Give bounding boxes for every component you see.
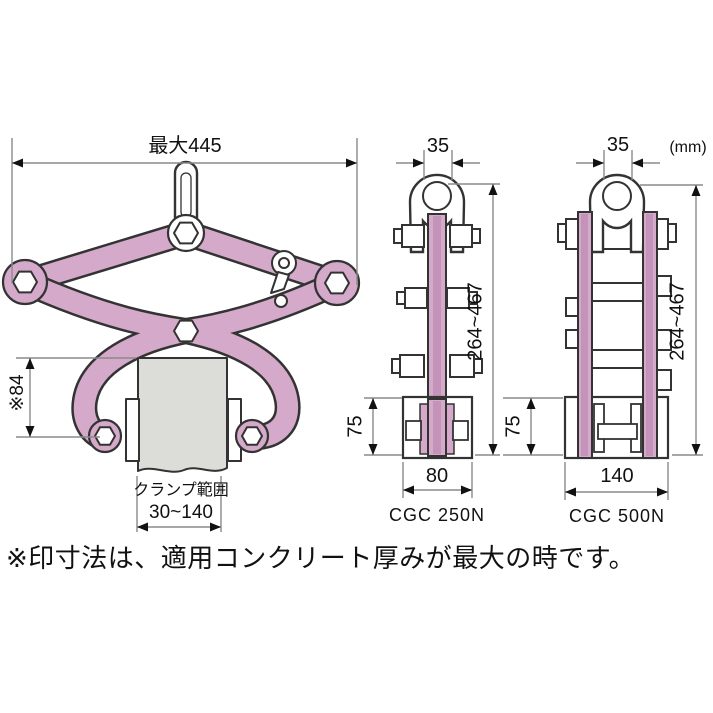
- top-plate-500-nut-right: [667, 223, 677, 243]
- arm-bar-500-right-seam: [646, 214, 653, 456]
- clamp-range-value: 30~140: [149, 502, 213, 523]
- base-250-nut-right: [452, 420, 469, 441]
- base-height-250-label: 75: [344, 415, 367, 438]
- model-500-name: CGC 500N: [568, 506, 666, 526]
- right-jaw-arm: [14, 271, 299, 448]
- base-width-250-label: 80: [425, 465, 449, 487]
- shackle-500-hole: [602, 181, 632, 211]
- grip-depth-dim-label: ※84: [7, 374, 29, 412]
- shackle-250-hole: [422, 181, 452, 211]
- side-view-500-drawing: [557, 173, 677, 460]
- unit-note: (mm): [669, 139, 707, 156]
- shackle-width-500-label: 35: [606, 134, 630, 156]
- rungs-500: [565, 275, 672, 391]
- max-width-dim-label: 最大445: [148, 135, 222, 157]
- height-range-500-label: 264~467: [666, 282, 689, 361]
- side-view-250-drawing: [391, 173, 483, 460]
- base-250-nut-left: [405, 420, 422, 441]
- arm-bar-250-lower-seam: [433, 401, 441, 454]
- top-plate-500-nut-left: [557, 223, 567, 243]
- base-height-500-label: 75: [502, 415, 525, 438]
- clamp-range-label: クランプ範囲: [133, 482, 229, 499]
- left-jaw-arm: [73, 272, 348, 448]
- base-width-500-label: 140: [600, 465, 634, 487]
- shackle-width-250-label: 35: [426, 135, 450, 157]
- concrete-block: [137, 357, 228, 473]
- arm-bar-250-seam: [433, 216, 441, 397]
- model-250-name: CGC 250N: [388, 505, 486, 525]
- safety-hook-latch: [270, 250, 297, 308]
- footnote-text: ※印寸法は、適用コンクリート厚みが最大の時です。: [6, 543, 636, 573]
- height-range-250-label: 264~467: [464, 282, 487, 361]
- base-500-connector: [597, 423, 638, 440]
- dimension-lines: [11, 138, 703, 532]
- front-view-drawing: [1, 160, 361, 473]
- lifting-eye-slot: [180, 172, 192, 218]
- left-jaw-pad: [125, 398, 140, 462]
- hex-bolts: [12, 221, 350, 446]
- arm-bar-500-left-seam: [581, 214, 588, 456]
